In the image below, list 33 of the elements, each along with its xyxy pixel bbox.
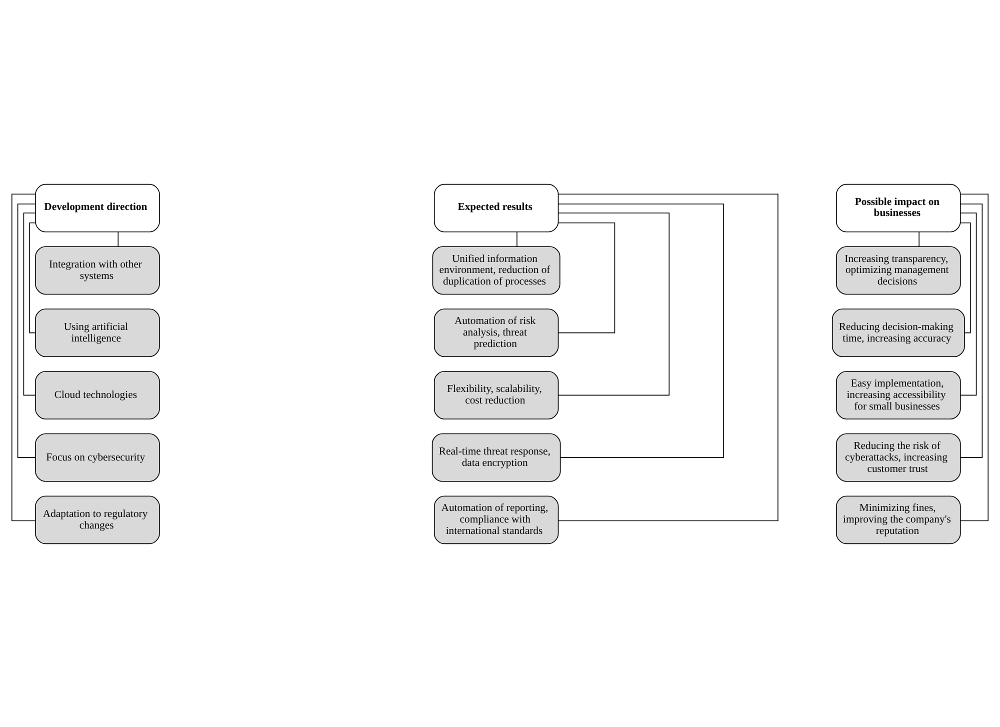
node-box: Increasing transparency, optimizing management decisions: [836, 246, 961, 294]
connector: [11, 193, 36, 521]
node-box: Adaptation to regulatory changes: [35, 495, 160, 544]
connector: [960, 222, 971, 333]
node-box: Flexibility, scalability, cost reduction: [434, 370, 559, 419]
node-box: Reducing decision-making time, increasing accuracy: [832, 308, 965, 357]
node-box: Integration with other systems: [35, 246, 160, 294]
node-box: Reducing the risk of cyberattacks, increasing customer trust: [836, 432, 961, 482]
connector: [558, 203, 724, 458]
node-box: Cloud technologies: [35, 370, 160, 419]
node-box: Minimizing fines, improving the company's reputation: [836, 495, 961, 544]
connector: [558, 212, 670, 396]
connector: [558, 222, 616, 333]
connector: [918, 231, 920, 246]
node-box: Expected results: [434, 183, 559, 232]
node-box: Possible impact on businesses: [836, 183, 961, 232]
connector: [960, 193, 989, 521]
connector: [960, 212, 977, 396]
node-box: Easy implementation, increasing accessibility for small businesses: [836, 370, 961, 419]
connector: [23, 212, 36, 396]
node-box: Automation of reporting, compliance with international standards: [434, 495, 559, 544]
connector: [516, 231, 518, 246]
node-box: Using artificial intelligence: [35, 308, 160, 357]
connector: [558, 193, 778, 521]
node-box: Unified information environment, reduction of duplication of processes: [432, 246, 560, 294]
node-box: Development direction: [35, 183, 160, 232]
node-box: Automation of risk analysis, threat prediction: [434, 308, 559, 357]
connector: [17, 203, 36, 458]
connector: [118, 231, 119, 246]
node-box: Focus on cybersecurity: [35, 432, 160, 482]
connector: [29, 222, 36, 333]
node-box: Real-time threat response, data encryption: [432, 432, 561, 482]
connector: [960, 203, 983, 458]
